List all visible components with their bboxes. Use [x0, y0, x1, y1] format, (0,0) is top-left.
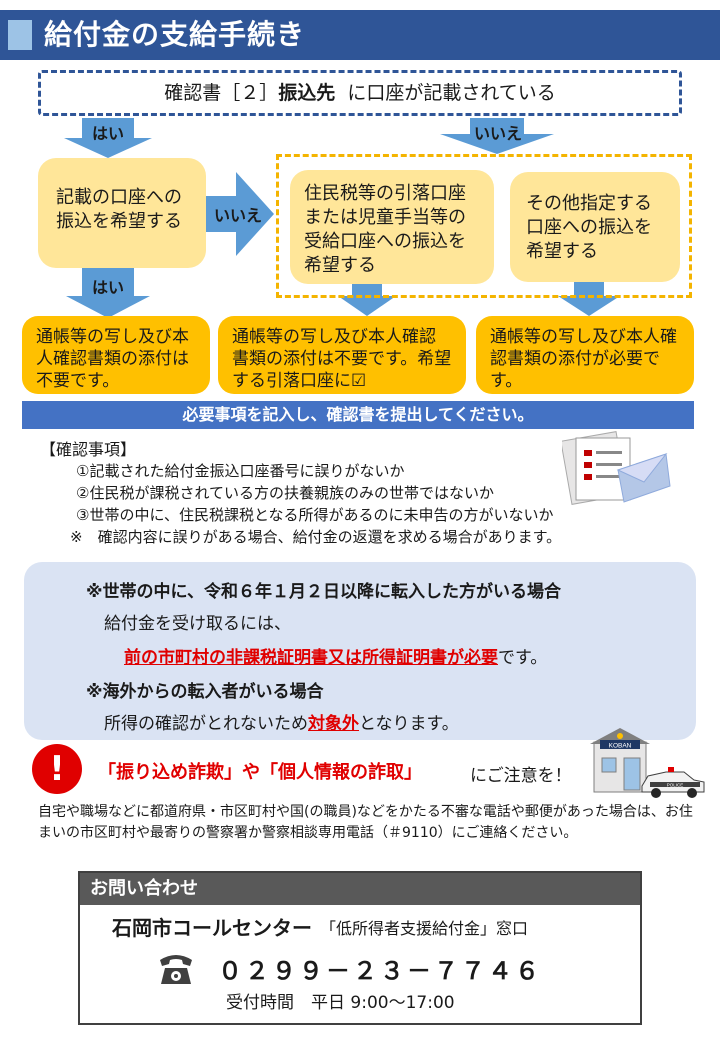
notice-line-2-tail: です。 [498, 648, 548, 668]
arrow-down-icon [558, 282, 620, 316]
arrow-down-icon [440, 118, 554, 154]
notice-heading-2: ※海外からの転入者がいる場合 [86, 682, 324, 702]
flow-arrows [64, 118, 620, 318]
business-hours: 受付時間 平日 9:00〜17:00 [226, 993, 455, 1013]
call-center-window: 「低所得者支援給付金」窓口 [320, 919, 529, 938]
check-note: ※ 確認内容に誤りがある場合、給付金の返還を求める場合があります。 [70, 528, 562, 546]
condition-suffix: に口座が記載されている [347, 82, 556, 104]
condition-bold: 振込先 [278, 82, 336, 104]
alt-options-area [276, 154, 692, 298]
arrow-down-icon [66, 268, 150, 318]
page-title: 給付金の支給手続き [44, 18, 306, 51]
option-other-account: その他指定する口座への振込を希望する [510, 172, 680, 282]
check-item: ③世帯の中に、住民税課税となる所得があるのに未申告の方がいないか [76, 506, 554, 524]
outcome-middle: 通帳等の写し及び本人確認書類の添付は不要です。希望する引落口座に☑ [218, 316, 466, 394]
call-center-name: 石岡市コールセンター [112, 916, 312, 940]
header-bar: 給付金の支給手続き [0, 10, 720, 60]
phone-number[interactable]: ０２９９－２３－７７４６ [218, 957, 542, 985]
notice-line-3: 所得の確認がとれないため対象外となります。 [104, 709, 459, 734]
notice-line-3-head: 所得の確認がとれないため [104, 714, 308, 734]
notice-not-eligible: 対象外 [308, 714, 359, 734]
warning-title: 「振り込め詐欺」や「個人情報の詐取」 [98, 762, 422, 783]
submit-banner: 必要事項を記入し、確認書を提出してください。 [22, 401, 694, 429]
warning-icon: ! [32, 744, 82, 794]
check-item: ①記載された給付金振込口座番号に誤りがないか [76, 462, 405, 480]
warning-tail: にご注意を！ [470, 766, 572, 786]
contact-box: お問い合わせ [78, 871, 642, 1025]
telephone-icon [160, 955, 192, 984]
outcome-left: 通帳等の写し及び本人確認書類の添付は不要です。 [22, 316, 210, 394]
notice-heading-1: ※世帯の中に、令和６年１月２日以降に転入した方がいる場合 [86, 582, 562, 602]
check-item: ②住民税が課税されている方の扶養親族のみの世帯ではないか [76, 484, 495, 502]
no-label-top: いいえ [473, 124, 522, 143]
police-box-icon: KOBAN POLICE [590, 728, 705, 798]
notice-panel [24, 562, 696, 740]
notice-line-3-tail: となります。 [359, 714, 459, 734]
yes-label-bottom: はい [91, 278, 124, 297]
yes-label-top: はい [91, 124, 124, 143]
notice-line-1: 給付金を受け取るには、 [104, 614, 291, 634]
no-label-right: いいえ [213, 206, 262, 225]
outcome-right: 通帳等の写し及び本人確認書類の添付が必要です。 [476, 316, 694, 394]
warning-body: 自宅や職場などに都道府県・市区町村や国(の職員)などをかたる不審な電話や郵便があ… [38, 804, 693, 841]
notice-required-doc: 前の市町村の非課税証明書又は所得証明書が必要 [124, 648, 498, 668]
header-square-icon [8, 20, 32, 50]
arrow-down-icon [64, 118, 152, 158]
koban-sign-text: KOBAN [609, 743, 632, 750]
arrow-right-icon [206, 172, 274, 256]
condition-prefix: 確認書［２］ [164, 82, 279, 104]
option-withdrawal-account: 住民税等の引落口座または児童手当等の受給口座への振込を希望する [290, 170, 494, 284]
condition-box: 確認書［２］振込先 に口座が記載されている [38, 70, 682, 116]
notice-line-2: 前の市町村の非課税証明書又は所得証明書が必要です。 [124, 643, 547, 668]
police-car-label: POLICE [667, 783, 684, 788]
check-heading: 【確認事項】 [40, 440, 137, 459]
option-registered-account: 記載の口座への振込を希望する [38, 158, 206, 268]
contact-heading: お問い合わせ [80, 873, 640, 905]
arrow-down-icon [338, 284, 396, 316]
documents-icon [562, 431, 671, 505]
